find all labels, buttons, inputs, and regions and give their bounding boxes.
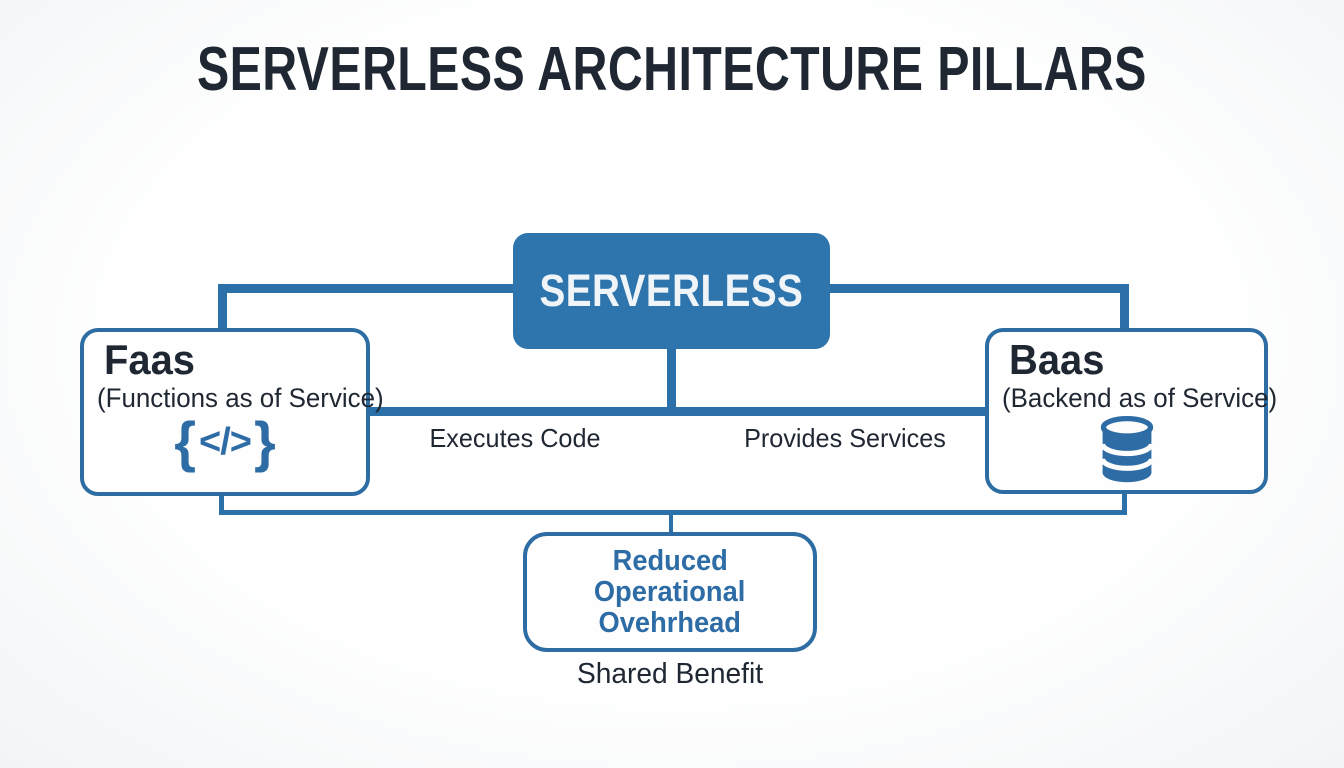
connector-benefit-vertical <box>669 514 673 534</box>
baas-title: Baas <box>1009 336 1105 383</box>
faas-title: Faas <box>104 336 195 383</box>
code-icon-tag: </> <box>199 421 252 463</box>
connector-bottom-left-vertical <box>219 493 224 514</box>
baas-node: Baas (Backend as of Service) <box>985 328 1277 494</box>
shared-benefit-caption: Shared Benefit <box>576 658 764 690</box>
connector-middle-horizontal <box>368 407 987 416</box>
connector-top-left-horizontal <box>218 284 515 293</box>
benefit-line-2: Operational <box>594 575 746 608</box>
faas-subtitle: (Functions as of Service) <box>97 383 384 413</box>
code-icon-close-brace: } <box>253 410 276 473</box>
shared-benefit-node: Reduced Operational Ovehrhead <box>523 532 817 652</box>
serverless-node: SERVERLESS <box>513 233 830 349</box>
connector-bottom-horizontal <box>219 510 1127 515</box>
edge-label-executes-code: Executes Code <box>429 423 601 453</box>
connector-top-right-vertical <box>1120 284 1129 332</box>
code-icon-open-brace: { <box>174 410 197 473</box>
connector-bottom-right-vertical <box>1122 493 1127 514</box>
baas-subtitle: (Backend as of Service) <box>1002 383 1278 413</box>
connector-top-right-horizontal <box>829 284 1129 293</box>
connector-center-vertical <box>667 346 676 412</box>
edge-label-provides-services: Provides Services <box>744 423 946 453</box>
code-braces-icon: { </> } <box>84 412 366 472</box>
faas-node: Faas (Functions as of Service) { </> } <box>80 328 384 496</box>
benefit-line-1: Reduced <box>612 544 728 577</box>
benefit-line-3: Ovehrhead <box>598 606 742 639</box>
database-icon <box>989 416 1264 484</box>
connector-top-left-vertical <box>218 284 227 332</box>
serverless-label: SERVERLESS <box>539 265 804 316</box>
page-title: SERVERLESS ARCHITECTURE PILLARS <box>0 34 1344 105</box>
page-title-text: SERVERLESS ARCHITECTURE PILLARS <box>197 35 1147 104</box>
